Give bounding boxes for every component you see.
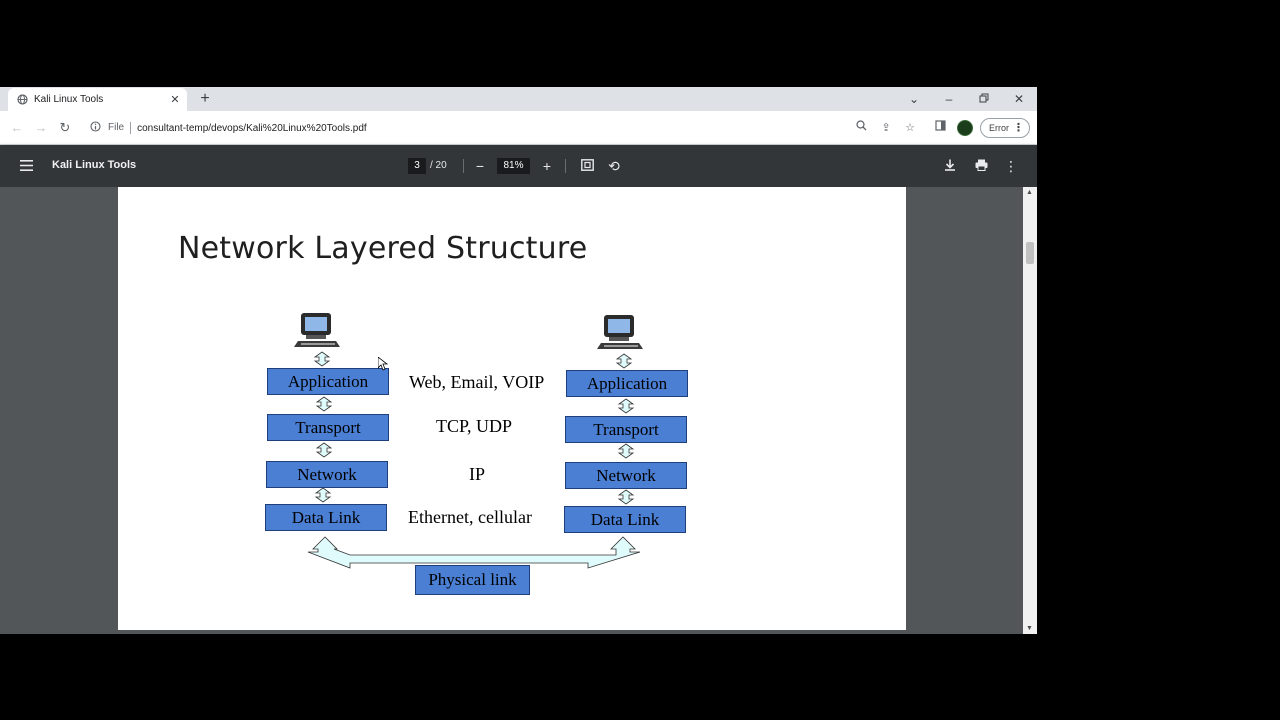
- arrow-icon: [315, 487, 331, 503]
- right-datalink-layer: Data Link: [564, 506, 686, 533]
- arrow-icon: [314, 351, 330, 367]
- print-icon[interactable]: [972, 157, 990, 175]
- rotate-icon[interactable]: ⟲: [608, 158, 620, 174]
- forward-icon[interactable]: →: [34, 120, 48, 135]
- new-tab-button[interactable]: +: [200, 90, 210, 107]
- datalink-protocols: Ethernet, cellular: [408, 507, 532, 527]
- tab-title: Kali Linux Tools: [34, 94, 104, 105]
- physical-link-arrow: [307, 536, 641, 569]
- left-application-layer: Application: [267, 368, 389, 395]
- vertical-scrollbar[interactable]: ▲ ▼: [1023, 187, 1037, 634]
- left-datalink-layer: Data Link: [265, 504, 387, 531]
- minimize-icon[interactable]: –: [945, 92, 953, 106]
- share-icon[interactable]: ⇪: [881, 122, 891, 134]
- side-panel-icon[interactable]: [932, 120, 948, 136]
- right-transport-layer: Transport: [565, 416, 687, 443]
- arrow-icon: [618, 443, 634, 459]
- tab-kali-linux-tools[interactable]: Kali Linux Tools ✕: [8, 88, 187, 111]
- arrow-icon: [618, 489, 634, 505]
- fit-page-icon[interactable]: [578, 157, 596, 175]
- error-label: Error: [989, 123, 1009, 133]
- arrow-icon: [316, 396, 332, 412]
- scrollbar-thumb[interactable]: [1026, 242, 1034, 264]
- pdf-page: Network Layered Structure: [118, 187, 906, 630]
- close-window-icon[interactable]: ✕: [1013, 92, 1025, 106]
- mouse-cursor-icon: [378, 357, 388, 371]
- toolbar-divider: [463, 159, 464, 173]
- download-icon[interactable]: [941, 157, 959, 175]
- tab-close-icon[interactable]: ✕: [170, 94, 180, 106]
- arrow-icon: [616, 353, 632, 369]
- more-vert-icon: ⋮: [1013, 122, 1024, 134]
- computer-icon: [294, 313, 340, 347]
- physical-link-box: Physical link: [415, 565, 530, 595]
- diagram-connectors: [294, 313, 643, 569]
- slide-title: Network Layered Structure: [178, 231, 588, 266]
- browser-toolbar: ← → ↻ File consultant-temp/devops/Kali%2…: [0, 111, 1037, 145]
- browser-window: Kali Linux Tools ✕ + ⌄ – ✕ ← → ↻ File co…: [0, 87, 1037, 634]
- zoom-out-icon[interactable]: −: [475, 158, 485, 174]
- zoom-icon[interactable]: [853, 120, 869, 136]
- scroll-up-icon[interactable]: ▲: [1026, 189, 1033, 196]
- zoom-level-input[interactable]: 81%: [497, 158, 530, 174]
- menu-icon[interactable]: [17, 157, 35, 175]
- arrow-icon: [618, 398, 634, 414]
- transport-protocols: TCP, UDP: [436, 416, 513, 436]
- url-scheme-label: File: [108, 122, 132, 134]
- right-network-layer: Network: [565, 462, 687, 489]
- right-application-layer: Application: [566, 370, 688, 397]
- error-menu-button[interactable]: Error ⋮: [980, 118, 1030, 138]
- pdf-toolbar: Kali Linux Tools 3 / 20 − 81% + ⟲ ⋮: [0, 145, 1037, 187]
- globe-icon: [17, 94, 28, 105]
- page-number-input[interactable]: 3: [408, 158, 426, 174]
- left-network-layer: Network: [266, 461, 388, 488]
- pdf-title: Kali Linux Tools: [52, 159, 137, 171]
- bookmark-star-icon[interactable]: ☆: [905, 122, 915, 134]
- page-total: / 20: [430, 160, 447, 171]
- left-transport-layer: Transport: [267, 414, 389, 441]
- back-icon[interactable]: ←: [10, 120, 24, 135]
- application-protocols: Web, Email, VOIP: [409, 372, 545, 392]
- restore-icon[interactable]: [974, 90, 994, 108]
- url-text[interactable]: consultant-temp/devops/Kali%20Linux%20To…: [137, 122, 367, 134]
- tab-search-icon[interactable]: ⌄: [908, 92, 920, 106]
- zoom-in-icon[interactable]: +: [542, 158, 552, 174]
- more-options-icon[interactable]: ⋮: [1004, 158, 1018, 174]
- pdf-viewport[interactable]: Network Layered Structure: [0, 187, 1037, 634]
- address-bar[interactable]: File consultant-temp/devops/Kali%20Linux…: [84, 116, 880, 140]
- reload-icon[interactable]: ↻: [59, 120, 71, 135]
- network-protocols: IP: [469, 464, 486, 484]
- info-icon[interactable]: [90, 121, 104, 135]
- arrow-icon: [316, 442, 332, 458]
- toolbar-divider: [565, 159, 566, 173]
- scroll-down-icon[interactable]: ▼: [1026, 625, 1033, 632]
- tab-strip: Kali Linux Tools ✕ + ⌄ – ✕: [0, 87, 1037, 111]
- profile-avatar[interactable]: [957, 120, 973, 136]
- computer-icon: [597, 315, 643, 349]
